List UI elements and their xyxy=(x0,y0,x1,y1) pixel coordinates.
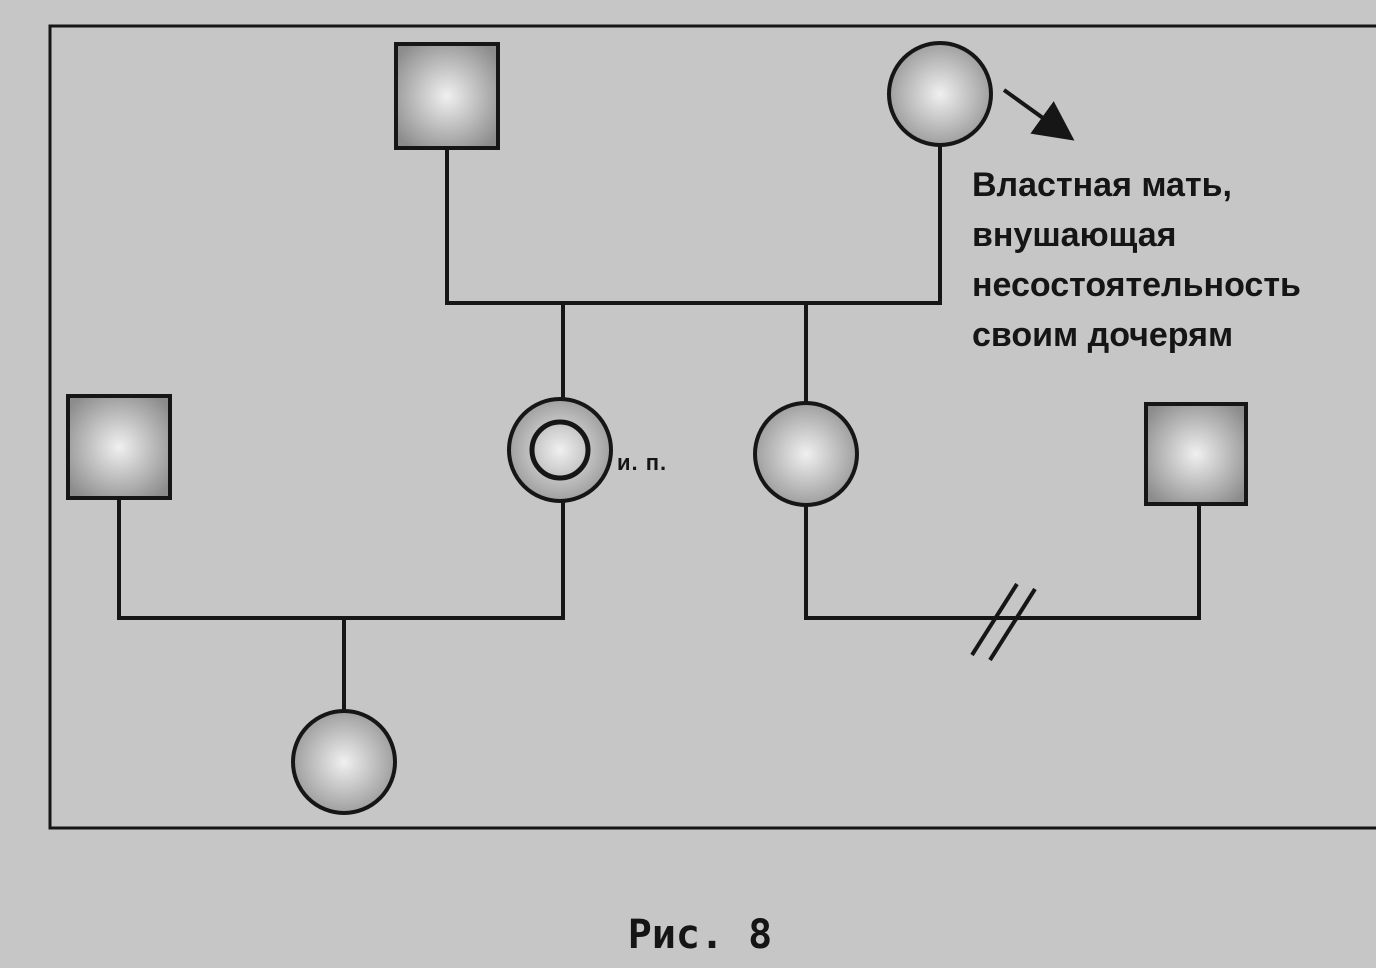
grandfather-symbol xyxy=(394,42,500,150)
annotation-text: Властная мать, внушающая несостоятельнос… xyxy=(972,166,1310,354)
daughter-symbol xyxy=(291,709,397,815)
sister-symbol xyxy=(753,401,859,507)
proband-label: и. п. xyxy=(617,450,667,475)
figure-caption: Рис. 8 xyxy=(628,912,773,958)
annotation-line-3: несостоятельность xyxy=(972,266,1301,304)
husband-symbol xyxy=(66,394,172,500)
figure-frame xyxy=(48,24,1376,830)
grandparents-marriage-line xyxy=(445,143,942,305)
annotation-line-4: своим дочерям xyxy=(972,316,1233,354)
grandmother-symbol xyxy=(887,41,993,147)
sister-ex-husband-symbol xyxy=(1144,402,1248,506)
divorce-marker xyxy=(970,582,1037,662)
annotation-line-2: внушающая xyxy=(972,216,1176,254)
sister-marriage-line xyxy=(804,502,1201,620)
proband-outer-circle xyxy=(507,397,613,503)
annotation-line-1: Властная мать, xyxy=(972,166,1232,204)
proband-marriage-line xyxy=(117,496,565,620)
annotation-arrow xyxy=(1002,88,1075,141)
proband-inner-circle xyxy=(529,419,591,481)
